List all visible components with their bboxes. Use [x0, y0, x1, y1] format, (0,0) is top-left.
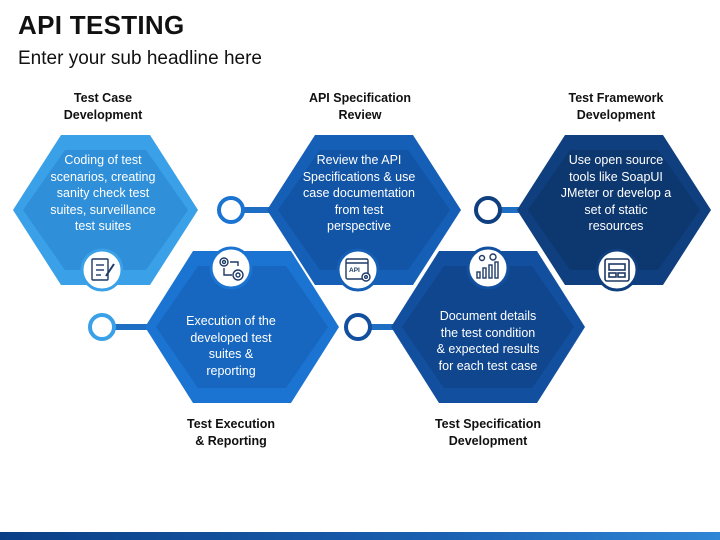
checklist-document-icon [91, 258, 115, 281]
ring-2 [88, 313, 116, 341]
step-1-text-line: sanity check test [56, 186, 150, 200]
step-2-text-line: developed test [190, 330, 272, 345]
step-5-text-line: Use open source [568, 153, 664, 167]
step-5-text-line: set of static [584, 202, 648, 217]
step-2-text-line: Execution of the [186, 314, 276, 328]
api-document-icon: API [345, 258, 371, 282]
step-1-text-line: suites, surveillance [50, 202, 156, 217]
step-1-label-line2: Development [63, 108, 143, 122]
icon-disc-4 [466, 246, 510, 290]
step-3-label-line2: Review [338, 108, 382, 122]
step-1-hexagon [13, 135, 198, 285]
svg-text:API: API [349, 267, 360, 274]
step-5-label-line2: Development [576, 108, 656, 122]
step-1-text-line: test suites [74, 219, 132, 233]
step-5-hexagon [517, 135, 711, 285]
footer-accent-bar [0, 532, 720, 540]
step-5-text-line: resources [588, 219, 644, 233]
step-1-description: Coding of test scenarios, creating sanit… [33, 152, 173, 235]
step-4-text-line: for each test case [438, 358, 538, 373]
step-2-text-line: suites & [208, 347, 254, 361]
step-4-text-line: Document details [439, 309, 537, 323]
connector-rings [88, 196, 502, 341]
step-3-text-line: case documentation [303, 186, 415, 200]
page-subtitle: Enter your sub headline here [18, 48, 262, 69]
step-3-text-line: perspective [327, 219, 391, 233]
step-4-text-line: & expected results [436, 342, 540, 356]
ring-1 [217, 196, 245, 224]
step-5-text-line: JMeter or develop a [560, 186, 672, 200]
step-4-hexagon [391, 251, 585, 403]
step-1-label-line1: Test Case [73, 91, 133, 105]
step-2-hexagon [145, 251, 339, 403]
ring-3 [344, 313, 372, 341]
step-3-text-line: from test [334, 202, 384, 217]
step-2-text-line: reporting [206, 363, 256, 378]
icon-disc-2 [209, 246, 253, 290]
step-3-description: Review the API Specifications & use case… [289, 152, 429, 235]
step-5-label-line1: Test Framework [568, 91, 664, 105]
step-2-label-line2: & Reporting [195, 434, 267, 448]
step-2-description: Execution of the developed test suites &… [161, 313, 301, 379]
step-1-text-line: Coding of test [64, 153, 142, 167]
page-title: API TESTING [18, 10, 185, 40]
step-4-label-line2: Development [448, 434, 528, 448]
step-5-description: Use open source tools like SoapUI JMeter… [546, 152, 686, 235]
step-1-label: Test Case Development [23, 90, 183, 124]
step-4-label-line1: Test Specification [434, 417, 542, 431]
step-5-text-line: tools like SoapUI [569, 169, 663, 184]
step-4-text-line: the test condition [440, 325, 536, 340]
step-2-label: Test Execution & Reporting [151, 416, 311, 450]
step-3-text-line: Specifications & use [302, 169, 416, 184]
step-4-label: Test Specification Development [408, 416, 568, 450]
ring-4 [474, 196, 502, 224]
step-5-label: Test Framework Development [536, 90, 696, 124]
step-1-text-line: scenarios, creating [50, 169, 156, 184]
step-3-label: API Specification Review [280, 90, 440, 124]
step-2-label-line1: Test Execution [187, 417, 275, 431]
gears-process-icon [219, 257, 244, 281]
growth-chart-gear-icon [476, 253, 499, 279]
step-3-hexagon [267, 135, 461, 285]
step-4-description: Document details the test condition & ex… [418, 308, 558, 374]
framework-window-icon [604, 258, 630, 282]
step-3-label-line1: API Specification [308, 91, 412, 105]
step-3-text-line: Review the API [316, 153, 402, 167]
